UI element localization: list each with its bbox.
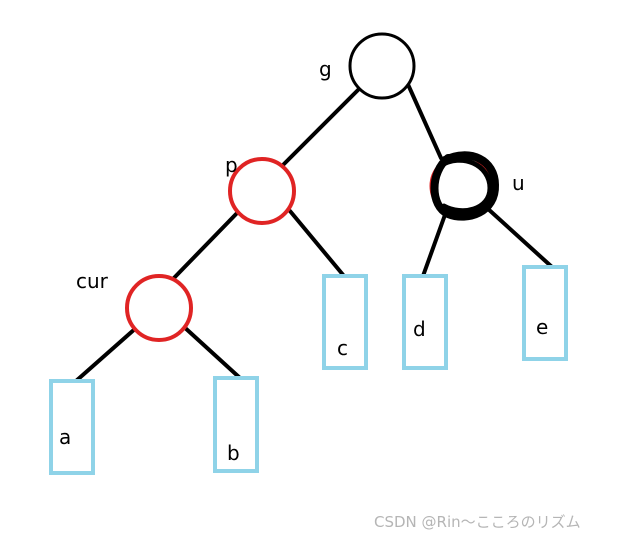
node-p-circle: [228, 157, 296, 225]
leaf-b-label: b: [227, 441, 240, 465]
node-cur-circle: [125, 274, 193, 342]
node-p-label: p: [225, 153, 238, 177]
leaf-d-box: [402, 274, 448, 370]
edge-g-p: [281, 86, 362, 167]
edge-cur-a: [74, 326, 138, 383]
leaf-e-box: [522, 265, 568, 361]
edge-p-c: [288, 209, 346, 278]
edge-u-e: [485, 206, 554, 269]
leaf-e-label: e: [536, 315, 548, 339]
node-u: [429, 151, 500, 221]
leaf-c-box: [322, 274, 368, 370]
leaf-a-box: [49, 379, 95, 475]
node-u-label: u: [512, 171, 525, 195]
edge-u-d: [421, 210, 448, 278]
leaf-a-label: a: [59, 425, 71, 449]
node-cur-label: cur: [76, 269, 109, 293]
node-u-black-scribble: [430, 151, 500, 221]
leaf-c-label: c: [337, 336, 348, 360]
node-g-circle: [348, 32, 416, 100]
edge-cur-b: [181, 324, 242, 380]
edges: [74, 78, 554, 383]
edge-g-u: [404, 78, 443, 160]
leaf-d-label: d: [413, 317, 426, 341]
edge-p-cur: [170, 208, 242, 282]
watermark-text: CSDN @Rin～こころのリズム: [374, 513, 581, 531]
node-g-label: g: [319, 57, 332, 81]
leaf-b-box: [213, 376, 259, 473]
